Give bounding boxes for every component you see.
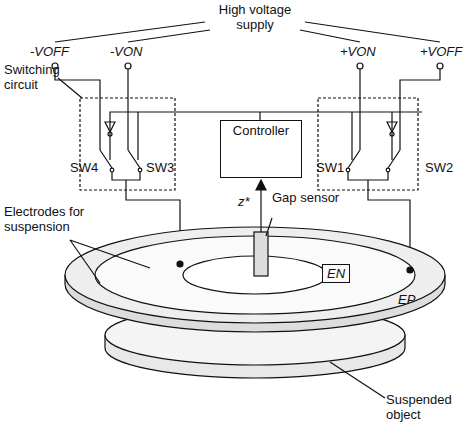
wire bbox=[348, 172, 388, 180]
node-text: Controller bbox=[223, 123, 299, 138]
arrow-head bbox=[256, 180, 266, 190]
switch bbox=[388, 150, 400, 168]
inverter-bubble bbox=[108, 132, 112, 136]
label: Switching circuit bbox=[4, 62, 74, 92]
electrode-contact bbox=[177, 261, 183, 267]
label: Gap sensor bbox=[272, 190, 342, 205]
leader-line bbox=[58, 78, 82, 98]
leader-line bbox=[330, 362, 385, 398]
label: z* bbox=[238, 194, 262, 209]
label: SW3 bbox=[146, 160, 186, 175]
electrode-contact bbox=[407, 267, 413, 273]
contact bbox=[110, 168, 114, 172]
label: +VOFF bbox=[420, 44, 474, 59]
gap-sensor bbox=[254, 232, 268, 276]
terminal bbox=[357, 63, 363, 69]
supply-line bbox=[305, 22, 440, 42]
label: SW1 bbox=[316, 160, 356, 175]
label: -VOFF bbox=[30, 44, 90, 59]
controller-box: Controller bbox=[220, 120, 302, 178]
supply-line bbox=[128, 30, 210, 42]
label: SW4 bbox=[70, 160, 110, 175]
electrode-outer bbox=[65, 227, 445, 323]
supply-line bbox=[55, 22, 205, 42]
label: EP bbox=[398, 292, 438, 307]
wire bbox=[400, 69, 440, 150]
wire bbox=[359, 69, 360, 150]
switch bbox=[348, 150, 360, 168]
inverter-bubble bbox=[390, 132, 394, 136]
label: High voltage supply bbox=[210, 2, 300, 32]
control-wire bbox=[259, 112, 260, 120]
terminal bbox=[125, 63, 131, 69]
contact bbox=[346, 168, 350, 172]
node-text: EN bbox=[327, 266, 345, 281]
wire bbox=[112, 172, 140, 180]
inverter bbox=[387, 122, 397, 132]
control-wire bbox=[351, 112, 352, 160]
contact bbox=[386, 168, 390, 172]
leader-line bbox=[70, 240, 150, 268]
wire bbox=[55, 69, 100, 150]
label: Electrodes for suspension bbox=[4, 204, 104, 234]
leader-line bbox=[70, 240, 100, 283]
leader-line bbox=[266, 218, 272, 236]
electrode-tag: EN bbox=[322, 264, 350, 283]
terminal bbox=[437, 63, 443, 69]
label: SW2 bbox=[425, 160, 465, 175]
label: +VON bbox=[340, 44, 390, 59]
control-wire bbox=[137, 112, 138, 160]
label: Suspended object bbox=[386, 392, 472, 422]
inverter bbox=[105, 122, 115, 132]
supply-line bbox=[300, 30, 360, 42]
label: -VON bbox=[110, 44, 160, 59]
contact bbox=[138, 168, 142, 172]
wire bbox=[127, 69, 128, 150]
